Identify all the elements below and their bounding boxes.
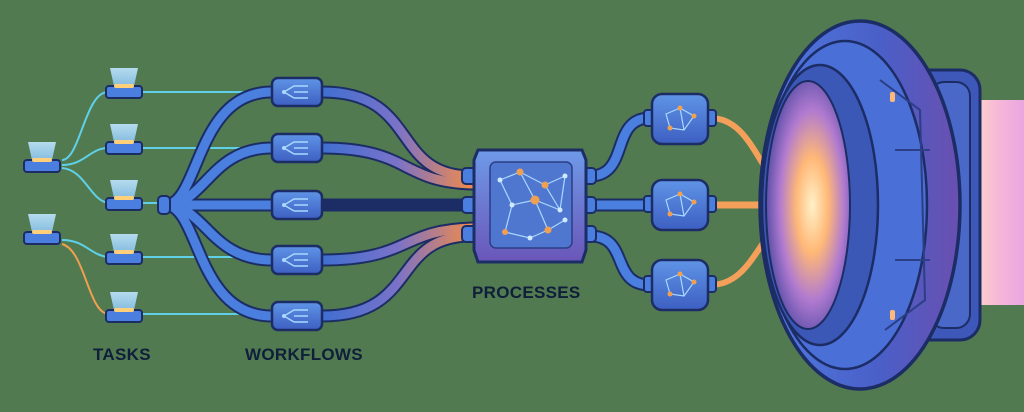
converging-pipes xyxy=(315,85,479,323)
workflow-module-icon xyxy=(270,189,324,221)
task-icon xyxy=(105,292,143,323)
task-icon xyxy=(105,68,143,99)
task-icon xyxy=(105,124,143,155)
task-icon xyxy=(105,180,143,211)
workflow-module-icon xyxy=(270,132,324,164)
process-module-icon xyxy=(643,92,717,146)
label-tasks: TASKS xyxy=(93,345,151,364)
process-module-icon xyxy=(643,258,717,312)
workflow-module-icon xyxy=(270,300,324,332)
process-module-icon xyxy=(643,178,717,232)
workflow-module-icon xyxy=(270,244,324,276)
label-processes: PROCESSES xyxy=(472,283,581,302)
process-pipes xyxy=(583,111,659,292)
processor-chip-icon xyxy=(461,148,597,264)
label-workflows: WORKFLOWS xyxy=(245,345,363,364)
task-icon xyxy=(105,234,143,265)
task-icon xyxy=(23,214,61,245)
workflow-module-icon xyxy=(270,76,324,108)
task-units xyxy=(23,68,143,323)
task-icon xyxy=(23,142,61,173)
portal-engine-icon xyxy=(758,19,982,391)
workflow-modules xyxy=(270,76,324,332)
hub-connector xyxy=(157,195,171,215)
process-modules xyxy=(643,92,717,312)
hub-fan-pipes xyxy=(158,85,279,323)
